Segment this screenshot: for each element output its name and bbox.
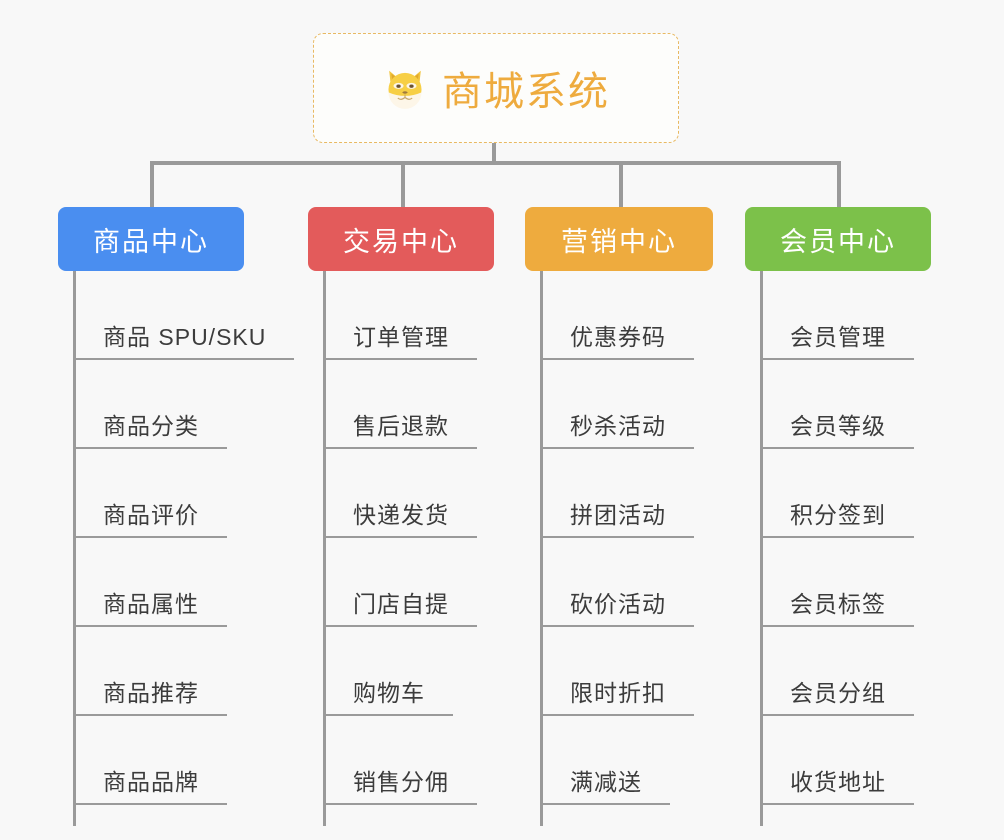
leaf-item[interactable]: 拼团活动 [525,449,745,538]
leaf-item[interactable]: 优惠券码 [525,271,745,360]
spine-trade-center [323,271,326,826]
leaf-item[interactable]: 商品推荐 [58,627,278,716]
leaf-item[interactable]: 订单管理 [308,271,528,360]
leaf-item[interactable]: 会员等级 [745,360,965,449]
leaf-list-marketing-center: 优惠券码 秒杀活动 拼团活动 砍价活动 限时折扣 满减送 [525,271,745,805]
leaf-label: 售后退款 [353,413,449,439]
leaf-item[interactable]: 满减送 [525,716,745,805]
leaf-item[interactable]: 会员管理 [745,271,965,360]
branch-member-center: 会员中心 会员管理 会员等级 积分签到 会员标签 会员分组 收货地址 [745,207,965,826]
leaf-item[interactable]: 秒杀活动 [525,360,745,449]
leaf-item[interactable]: 商品属性 [58,538,278,627]
spine-member-center [760,271,763,826]
connector-drop-member-center [837,161,841,209]
leaf-list-trade-center: 订单管理 售后退款 快递发货 门店自提 购物车 销售分佣 [308,271,528,805]
leaf-item[interactable]: 积分签到 [745,449,965,538]
leaf-item[interactable]: 商品分类 [58,360,278,449]
leaf-list-member-center: 会员管理 会员等级 积分签到 会员标签 会员分组 收货地址 [745,271,965,805]
leaf-item[interactable]: 砍价活动 [525,538,745,627]
category-header-marketing-center[interactable]: 营销中心 [525,207,713,271]
leaf-label: 秒杀活动 [570,413,666,439]
leaf-label: 商品评价 [103,502,199,528]
spine-marketing-center [540,271,543,826]
connector-root-stem [492,143,496,165]
leaf-label: 销售分佣 [353,769,449,795]
leaf-label: 会员等级 [790,413,886,439]
leaf-item[interactable]: 商品品牌 [58,716,278,805]
leaf-label: 限时折扣 [570,680,666,706]
category-label: 商品中心 [93,226,209,257]
spine-product-center [73,271,76,826]
leaf-label: 砍价活动 [570,591,666,617]
leaf-label: 商品推荐 [103,680,199,706]
leaf-label: 购物车 [353,680,425,706]
leaf-item[interactable]: 商品 SPU/SKU [58,271,295,360]
leaf-label: 商品属性 [103,591,199,617]
leaf-label: 会员分组 [790,680,886,706]
leaf-item[interactable]: 会员标签 [745,538,965,627]
leaf-item[interactable]: 快递发货 [308,449,528,538]
leaf-label: 快递发货 [353,502,449,528]
connector-drop-trade-center [401,161,405,209]
leaf-item[interactable]: 限时折扣 [525,627,745,716]
category-label: 会员中心 [780,226,896,257]
branch-trade-center: 交易中心 订单管理 售后退款 快递发货 门店自提 购物车 销售分佣 [308,207,528,826]
leaf-label: 拼团活动 [570,502,666,528]
connector-drop-marketing-center [619,161,623,209]
leaf-label: 收货地址 [790,769,886,795]
leaf-label: 会员管理 [790,324,886,350]
leaf-list-product-center: 商品 SPU/SKU 商品分类 商品评价 商品属性 商品推荐 商品品牌 [58,271,295,805]
leaf-item[interactable]: 销售分佣 [308,716,528,805]
leaf-item[interactable]: 购物车 [308,627,528,716]
category-header-product-center[interactable]: 商品中心 [58,207,244,271]
leaf-item[interactable]: 门店自提 [308,538,528,627]
connector-drop-product-center [150,161,154,209]
leaf-label: 优惠券码 [570,324,666,350]
root-node[interactable]: 商城系统 [313,33,679,143]
leaf-item[interactable]: 售后退款 [308,360,528,449]
category-header-trade-center[interactable]: 交易中心 [308,207,494,271]
shiba-dog-face-icon [382,65,428,111]
connector-horizontal-bus [150,161,840,165]
branch-product-center: 商品中心 商品 SPU/SKU 商品分类 商品评价 商品属性 商品推荐 商品品牌 [58,207,295,826]
leaf-label: 积分签到 [790,502,886,528]
leaf-item[interactable]: 商品评价 [58,449,278,538]
leaf-label: 满减送 [570,769,642,795]
root-title: 商城系统 [442,70,610,114]
category-label: 营销中心 [561,226,677,257]
leaf-label: 门店自提 [353,591,449,617]
category-label: 交易中心 [343,226,459,257]
leaf-label: 商品分类 [103,413,199,439]
leaf-label: 订单管理 [353,324,449,350]
category-header-member-center[interactable]: 会员中心 [745,207,931,271]
leaf-item[interactable]: 收货地址 [745,716,965,805]
branch-marketing-center: 营销中心 优惠券码 秒杀活动 拼团活动 砍价活动 限时折扣 满减送 [525,207,745,826]
leaf-label: 会员标签 [790,591,886,617]
leaf-label: 商品品牌 [103,769,199,795]
leaf-item[interactable]: 会员分组 [745,627,965,716]
leaf-label: 商品 SPU/SKU [103,324,267,350]
